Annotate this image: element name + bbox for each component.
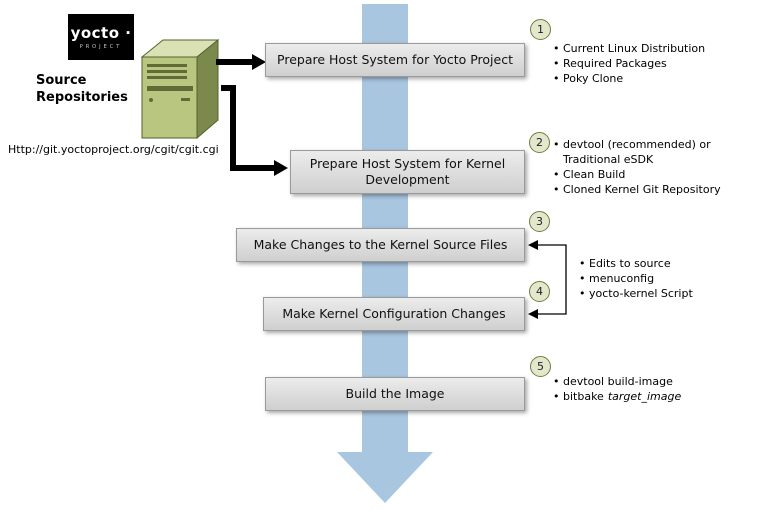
bullet-text-italic: target_image — [607, 390, 682, 403]
connector-server-to-step2-arrow — [221, 85, 288, 176]
bullet-item: devtool build-image — [552, 374, 757, 389]
repo-url: Http://git.yoctoproject.org/cgit/cgit.cg… — [8, 143, 219, 156]
step3-badge: 3 — [529, 211, 550, 232]
step4-label: Make Kernel Configuration Changes — [282, 306, 506, 321]
bullet-item: Current Linux Distribution — [552, 41, 757, 56]
source-repositories-label: Source Repositories — [36, 72, 128, 106]
source-label-line1: Source — [36, 73, 87, 88]
connector-server-to-step1-arrow — [216, 54, 266, 70]
step1-bullets: Current Linux Distribution Required Pack… — [552, 41, 757, 86]
yocto-logo: yocto · PROJECT — [68, 14, 134, 60]
step5-box: Build the Image — [265, 377, 525, 411]
source-label-line2: Repositories — [36, 90, 128, 105]
yocto-logo-subtext: PROJECT — [79, 44, 123, 50]
server-icon — [140, 38, 220, 140]
bullet-item: menuconfig — [578, 271, 753, 286]
bullet-item: devtool (recommended) or Traditional eSD… — [552, 137, 722, 167]
step1-box: Prepare Host System for Yocto Project — [265, 43, 525, 77]
step2-label: Prepare Host System for Kernel Developme… — [309, 156, 506, 187]
step1-badge: 1 — [530, 19, 551, 40]
step3-label: Make Changes to the Kernel Source Files — [253, 237, 508, 252]
bullet-item: Edits to source — [578, 256, 753, 271]
step2-bullets: devtool (recommended) or Traditional eSD… — [552, 137, 722, 197]
bullet-item: Clean Build — [552, 167, 722, 182]
step4-badge: 4 — [529, 281, 550, 302]
step2-badge: 2 — [529, 132, 550, 153]
step4-box: Make Kernel Configuration Changes — [263, 297, 525, 331]
step5-label: Build the Image — [345, 386, 445, 401]
yocto-logo-wordmark: yocto · — [70, 24, 132, 42]
bullet-item: yocto-kernel Script — [578, 286, 753, 301]
step5-badge: 5 — [530, 356, 551, 377]
step1-label: Prepare Host System for Yocto Project — [277, 52, 513, 67]
steps-3-4-bracket — [528, 240, 567, 319]
bullet-item: Poky Clone — [552, 71, 757, 86]
bullet-item: Required Packages — [552, 56, 757, 71]
step3-box: Make Changes to the Kernel Source Files — [236, 228, 525, 262]
bullet-item: Cloned Kernel Git Repository — [552, 182, 722, 197]
bullet-text: bitbake — [563, 390, 604, 403]
step2-box: Prepare Host System for Kernel Developme… — [290, 150, 525, 194]
steps-3-4-bullets: Edits to source menuconfig yocto-kernel … — [578, 256, 753, 301]
